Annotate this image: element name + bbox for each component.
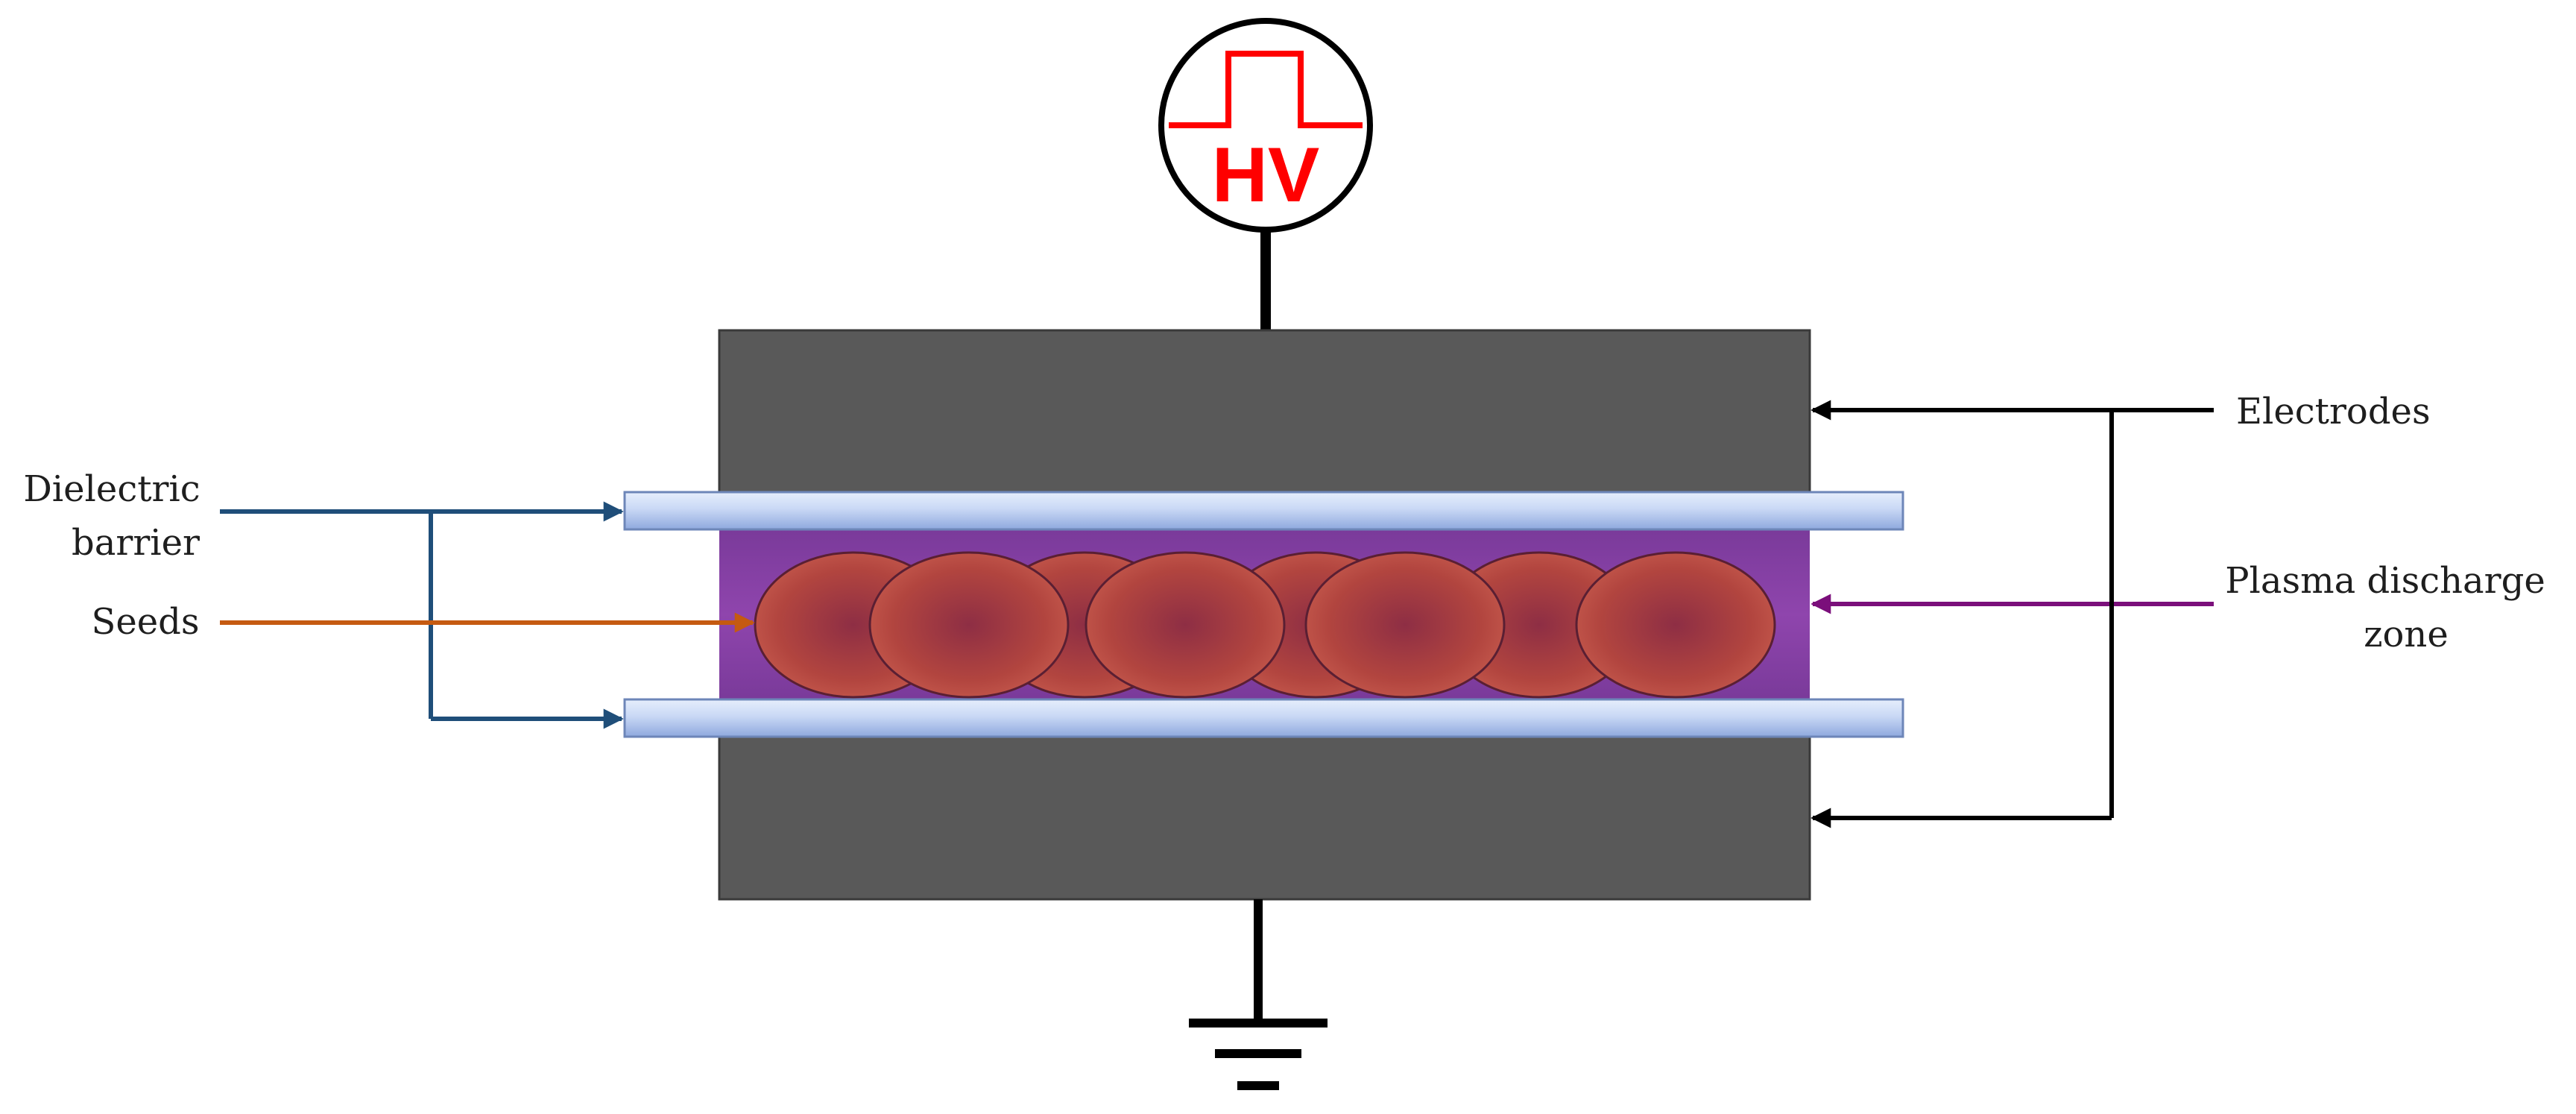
seed — [1575, 551, 1776, 699]
seeds-front-row — [754, 551, 1776, 699]
top-electrode — [718, 329, 1811, 496]
electrode-arrows — [1811, 400, 2214, 828]
plasma-discharge-zone-label-line2: zone — [2364, 614, 2449, 655]
plasma-discharge-zone-label-line1: Plasma discharge — [2225, 560, 2545, 602]
bottom-electrode — [718, 733, 1811, 901]
dielectric-barrier-label-line2: barrier — [72, 522, 200, 564]
seeds-label: Seeds — [91, 601, 199, 643]
square-pulse-icon — [1169, 51, 1363, 128]
ground-symbol — [1189, 899, 1328, 1090]
hv-source-circle — [1158, 18, 1373, 233]
hv-power-source: HV — [1158, 18, 1373, 233]
dielectric-arrows — [220, 501, 624, 729]
seed — [1085, 551, 1286, 699]
hv-label: HV — [1212, 132, 1319, 218]
electrodes-label: Electrodes — [2236, 391, 2431, 432]
bottom-dielectric-barrier — [623, 698, 1904, 738]
dielectric-barrier-label-line1: Dielectric — [23, 468, 200, 510]
top-dielectric-barrier — [623, 491, 1904, 531]
seed — [1304, 551, 1506, 699]
seed — [868, 551, 1070, 699]
